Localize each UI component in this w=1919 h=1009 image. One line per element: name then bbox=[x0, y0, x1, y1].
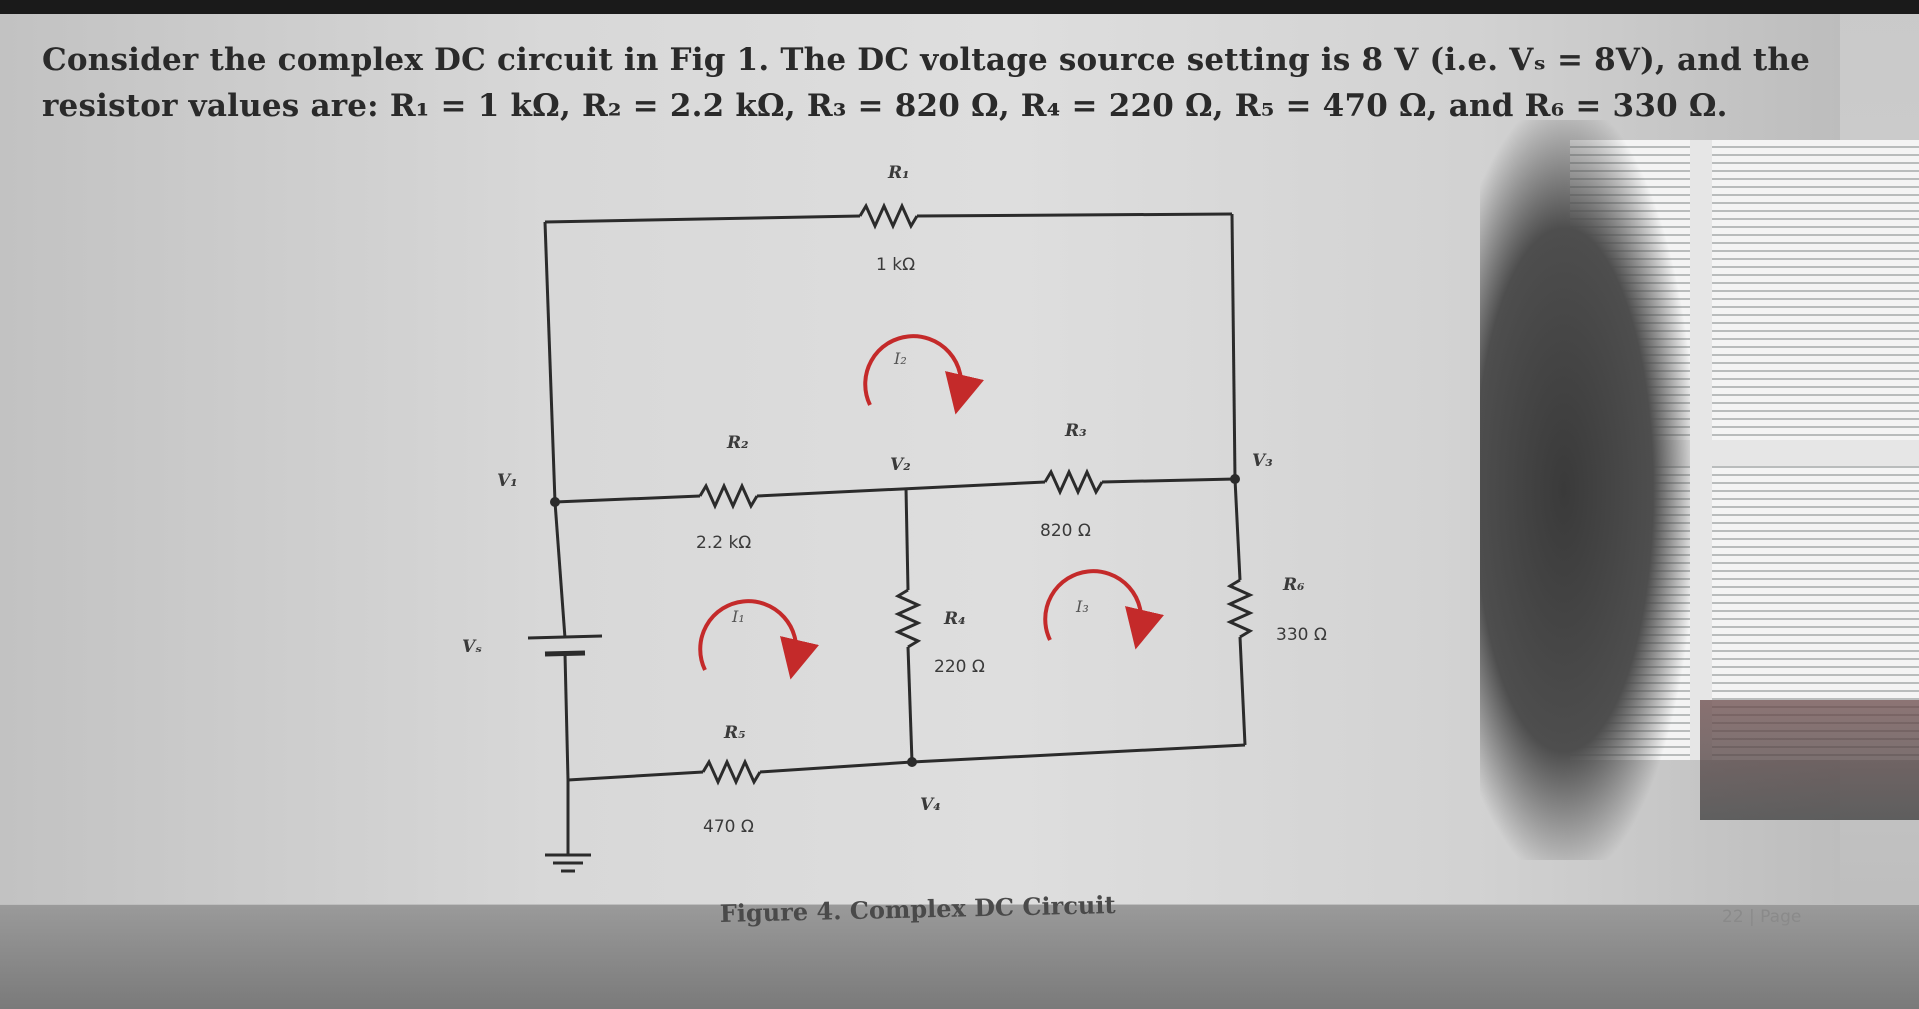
top-dark-edge bbox=[0, 0, 1919, 14]
label-r3: R₃ bbox=[1064, 421, 1087, 441]
loop-label-i1: I₁ bbox=[731, 607, 745, 626]
page-number: 22 | Page bbox=[1722, 907, 1801, 927]
value-r3: 820 Ω bbox=[1040, 521, 1091, 541]
resistor-r6 bbox=[1226, 578, 1254, 639]
node-v1-dot bbox=[550, 497, 560, 507]
resistor-r3 bbox=[1043, 468, 1104, 496]
label-r4: R₄ bbox=[943, 609, 966, 629]
node-v3-dot bbox=[1230, 474, 1240, 484]
node-label-v4: V₄ bbox=[920, 795, 941, 815]
left-lower-wire bbox=[553, 501, 567, 639]
left-wire bbox=[543, 221, 557, 503]
figure-caption: Figure 4. Complex DC Circuit bbox=[719, 890, 1115, 928]
label-r2: R₂ bbox=[726, 433, 749, 453]
label-r5: R₅ bbox=[723, 723, 746, 743]
loop-i1-arrow bbox=[698, 599, 819, 680]
problem-statement-line-2: resistor values are: R₁ = 1 kΩ, R₂ = 2.2… bbox=[42, 88, 1728, 124]
source-label-vs: Vₛ bbox=[462, 637, 482, 657]
loop-i3-arrow bbox=[1043, 569, 1164, 650]
node-label-v3: V₃ bbox=[1252, 451, 1273, 471]
top-branch bbox=[544, 202, 1233, 230]
label-r1: R₁ bbox=[887, 163, 910, 183]
label-r6: R₆ bbox=[1282, 575, 1305, 595]
background-objects bbox=[1700, 700, 1919, 820]
value-r6: 330 Ω bbox=[1276, 625, 1327, 645]
center-wire bbox=[904, 487, 910, 591]
node-v4-dot bbox=[907, 757, 917, 767]
shadow-background bbox=[1480, 120, 1690, 860]
ground-icon bbox=[545, 853, 591, 873]
value-r5: 470 Ω bbox=[703, 817, 754, 837]
loop-i2-arrow bbox=[863, 334, 984, 415]
node-label-v1: V₁ bbox=[497, 471, 518, 491]
desk-surface bbox=[0, 905, 1919, 1009]
value-r2: 2.2 kΩ bbox=[696, 533, 751, 553]
value-r4: 220 Ω bbox=[934, 657, 985, 677]
loop-label-i3: I₃ bbox=[1075, 597, 1089, 616]
value-r1: 1 kΩ bbox=[876, 255, 915, 275]
loop-label-i2: I₂ bbox=[893, 349, 907, 368]
right-wire bbox=[1230, 213, 1237, 480]
node-label-v2: V₂ bbox=[890, 455, 911, 475]
resistor-r1 bbox=[858, 202, 919, 230]
resistor-r4 bbox=[894, 588, 922, 649]
problem-statement-line-1: Consider the complex DC circuit in Fig 1… bbox=[42, 42, 1811, 78]
bottom-right-wire bbox=[911, 743, 1246, 764]
voltage-source-battery bbox=[527, 634, 603, 657]
resistor-r2 bbox=[698, 482, 759, 510]
resistor-r5 bbox=[701, 758, 762, 786]
